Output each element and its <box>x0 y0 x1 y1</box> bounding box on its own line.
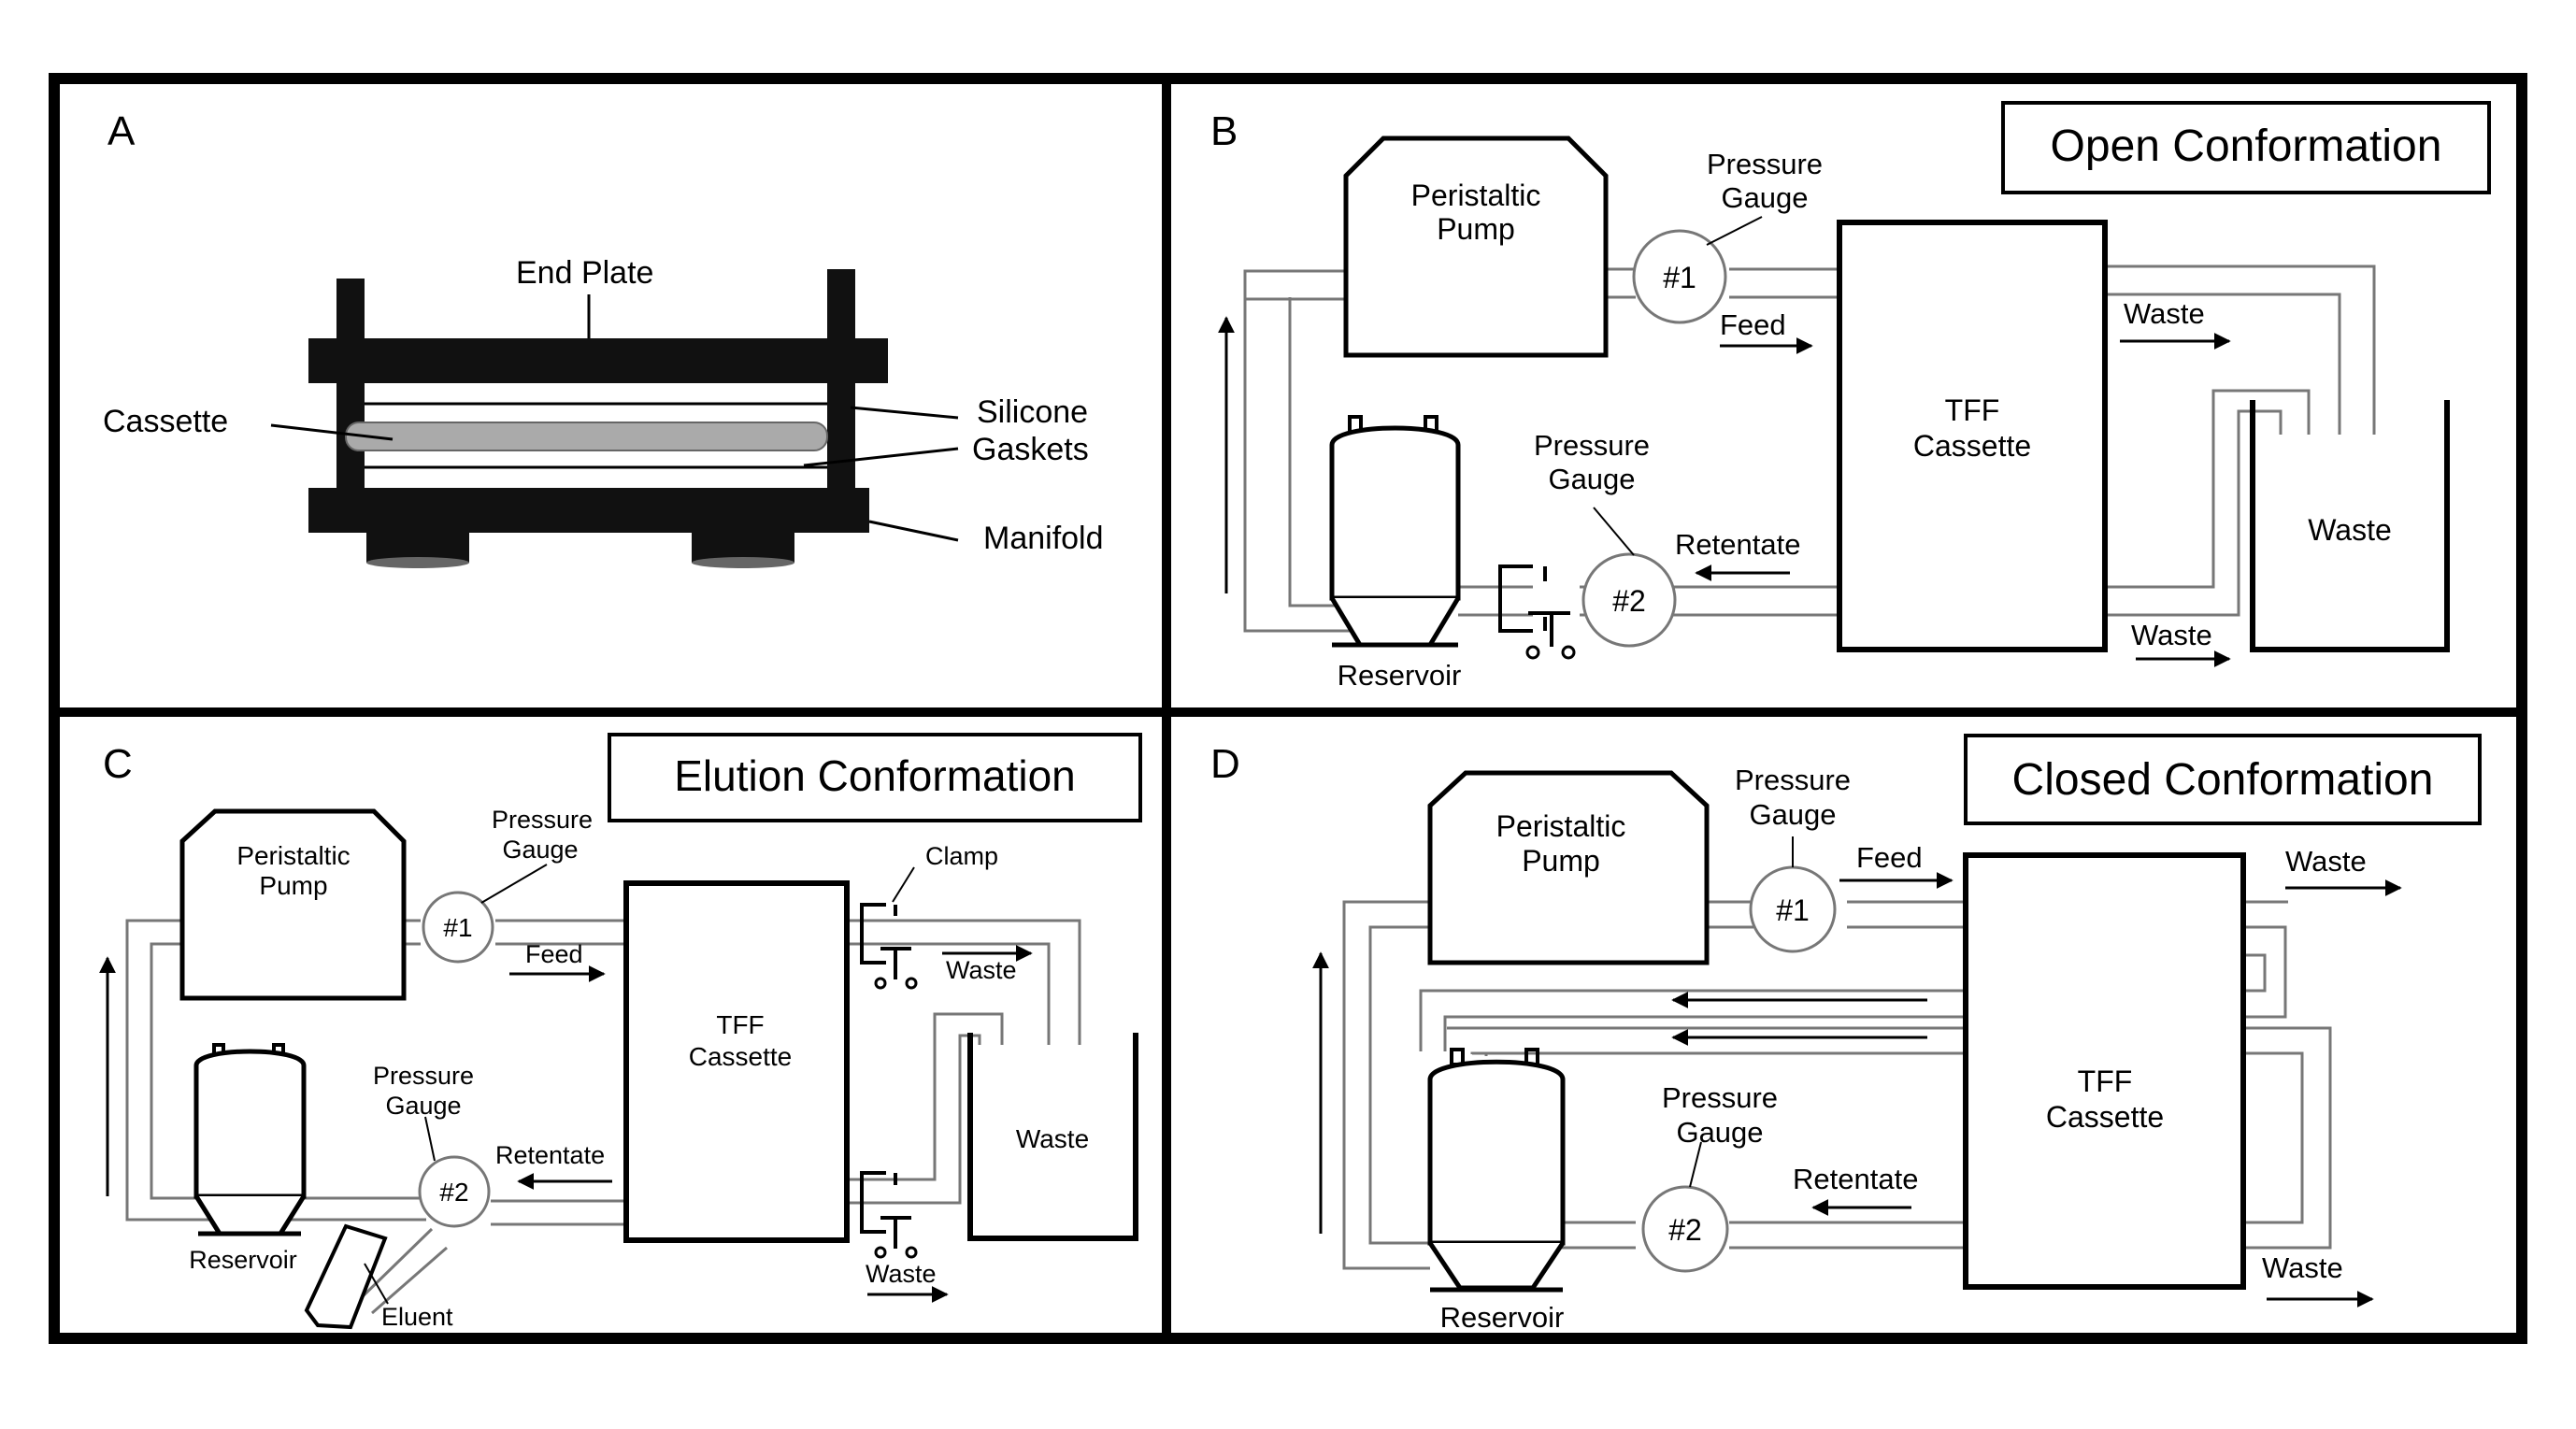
title-box-closed <box>1964 734 2482 825</box>
tff-label-1: TFF <box>1945 393 2000 427</box>
tff-label-2: Cassette <box>689 1042 793 1071</box>
label-silicone: Silicone <box>977 394 1088 430</box>
pump-label-1: Peristaltic <box>236 841 350 870</box>
gauge-1-number: #1 <box>1776 893 1810 927</box>
reservoir-icon <box>193 1043 307 1236</box>
gauge-1-label-2: Gauge <box>1749 798 1836 831</box>
pressure-gauge-2 <box>418 1155 491 1228</box>
pressure-gauge-1 <box>422 891 494 964</box>
pressure-gauge-1 <box>1632 229 1727 324</box>
panel-letter-a: A <box>107 108 136 154</box>
gauge-2-label-1: Pressure <box>1534 429 1650 462</box>
waste-bottom-label: Waste <box>2262 1251 2343 1284</box>
peristaltic-pump <box>1343 136 1609 358</box>
gauge-2-label-2: Gauge <box>1676 1116 1763 1149</box>
gauge-1-number: #1 <box>443 913 472 942</box>
eluent-bottle <box>304 1223 388 1330</box>
panel-d: D Closed Conformation Peristaltic <box>1210 734 2482 1334</box>
pump-label-2: Pump <box>1522 844 1600 878</box>
tff-label-1: TFF <box>2078 1065 2133 1098</box>
reservoir-label: Reservoir <box>189 1246 297 1274</box>
gauge-2-label-1: Pressure <box>1662 1081 1778 1114</box>
reservoir-label: Reservoir <box>1440 1301 1565 1334</box>
title-open-conformation: Open Conformation <box>2051 121 2442 171</box>
panel-b: B Open Conformation Peristaltic Pump <box>1210 101 2491 692</box>
feed-label: Feed <box>1720 308 1786 341</box>
panel-letter-c: C <box>103 741 133 787</box>
title-closed-conformation: Closed Conformation <box>2012 755 2434 805</box>
eluent-label: Eluent <box>381 1303 453 1331</box>
tff-label-2: Cassette <box>2046 1100 2164 1134</box>
gauge-2-number: #2 <box>1668 1213 1702 1247</box>
gauge-2-label-2: Gauge <box>1548 463 1635 495</box>
gauge-2-number: #2 <box>1612 584 1646 618</box>
clamp-icon-bottom <box>860 1171 918 1259</box>
tff-label-1: TFF <box>716 1010 764 1039</box>
pump-label-2: Pump <box>259 871 327 900</box>
waste-tank <box>2250 400 2450 652</box>
waste-bottom-label: Waste <box>866 1260 937 1288</box>
tff-cassette <box>1837 220 2108 652</box>
label-gaskets: Gaskets <box>972 432 1089 467</box>
gauge-2-label-1: Pressure <box>373 1062 474 1090</box>
cassette-plate <box>345 422 828 451</box>
gauge-1-label-2: Gauge <box>1721 181 1808 214</box>
gauge-1-number: #1 <box>1663 261 1696 294</box>
waste-top-label: Waste <box>2285 845 2367 878</box>
panel-a: A End Plate Cassette Silicone Gaskets Ma… <box>103 108 1104 568</box>
figure-frame <box>49 73 2527 1344</box>
retentate-label: Retentate <box>1675 528 1800 561</box>
tff-cassette <box>1963 852 2246 1290</box>
clamp-label: Clamp <box>925 842 998 870</box>
waste-top-label: Waste <box>2124 297 2205 330</box>
pressure-gauge-2 <box>1581 552 1677 648</box>
reservoir-label: Reservoir <box>1338 659 1462 692</box>
pump-label-1: Peristaltic <box>1411 179 1541 212</box>
waste-top-label: Waste <box>946 956 1017 984</box>
tff-cassette <box>623 880 850 1243</box>
label-manifold: Manifold <box>983 521 1104 556</box>
gauge-1-label-1: Pressure <box>1707 148 1823 180</box>
pressure-gauge-2 <box>1641 1185 1729 1273</box>
title-elution-conformation: Elution Conformation <box>674 751 1076 800</box>
cassette-holder <box>308 269 888 568</box>
clamp-icon <box>1498 564 1576 660</box>
panel-letter-d: D <box>1210 741 1240 787</box>
gauge-1-label-1: Pressure <box>492 806 593 834</box>
title-box-open <box>2001 101 2491 194</box>
waste-bottom-label: Waste <box>2131 619 2212 651</box>
pump-label-2: Pump <box>1437 212 1515 246</box>
label-cassette: Cassette <box>103 404 228 439</box>
reservoir-icon <box>1427 1048 1566 1293</box>
waste-tank-label: Waste <box>2308 513 2392 547</box>
peristaltic-pump <box>179 808 407 1001</box>
label-end-plate: End Plate <box>516 255 653 291</box>
retentate-label: Retentate <box>495 1141 605 1169</box>
pump-label-1: Peristaltic <box>1496 809 1626 843</box>
gauge-2-label-2: Gauge <box>385 1092 461 1120</box>
feed-label: Feed <box>525 940 583 968</box>
feed-label: Feed <box>1856 841 1923 874</box>
tff-label-2: Cassette <box>1913 429 2031 463</box>
peristaltic-pump <box>1427 770 1710 965</box>
waste-tank <box>967 1033 1138 1241</box>
panel-letter-b: B <box>1210 108 1238 154</box>
waste-tank-label: Waste <box>1016 1124 1089 1153</box>
reservoir-icon <box>1329 415 1461 648</box>
gauge-2-number: #2 <box>439 1178 468 1207</box>
clamp-icon-top <box>860 903 918 990</box>
title-box-elution <box>608 733 1142 822</box>
panel-c: C Elution Conformation Peristaltic Pump … <box>99 733 1142 1331</box>
gauge-1-label-1: Pressure <box>1735 764 1851 796</box>
retentate-label: Retentate <box>1793 1163 1918 1195</box>
gauge-1-label-2: Gauge <box>502 836 578 864</box>
